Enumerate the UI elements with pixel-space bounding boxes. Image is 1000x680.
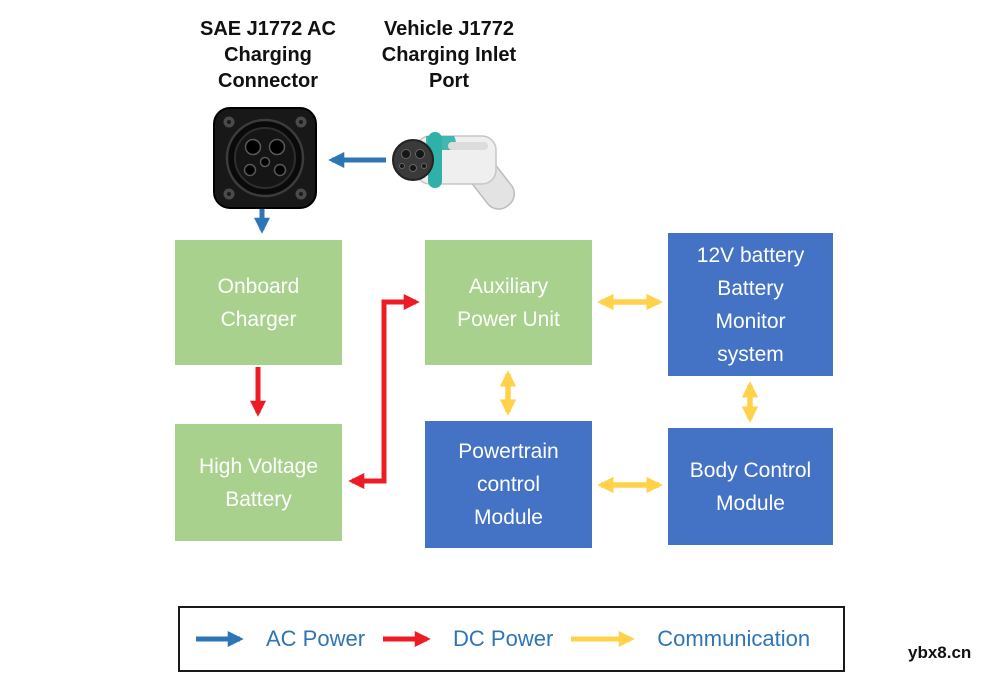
box-text-line: Body Control (689, 458, 812, 482)
box-text-line: Powertrain (458, 440, 559, 463)
blue-arrow-icon (196, 630, 244, 648)
box-text-line: Module (474, 506, 543, 529)
box-text-line: 12V battery (696, 243, 805, 267)
charging-gun-icon (386, 110, 540, 223)
label-line: Port (429, 70, 469, 92)
arrow-battery-to-apu (348, 293, 420, 490)
box-text-line: Monitor (715, 309, 786, 333)
label-sae-connector: SAE J1772 AC Charging Connector (168, 16, 368, 94)
box-auxiliary-power-unit: Auxiliary Power Unit (425, 240, 592, 365)
legend-label-communication: Communication (657, 626, 811, 651)
box-high-voltage-battery: High Voltage Battery (175, 424, 342, 541)
legend-label-dc-power: DC Power (453, 626, 554, 651)
label-line: Charging Inlet (381, 44, 517, 66)
box-text-line: system (717, 342, 784, 366)
box-text-line: Battery (717, 276, 784, 300)
label-line: Vehicle J1772 (383, 18, 515, 40)
box-body-control-module: Body Control Module (668, 428, 833, 545)
box-powertrain-control-module: Powertrain control Module (425, 421, 592, 548)
label-line: Connector (218, 70, 318, 92)
box-text-line: Auxiliary (468, 274, 549, 298)
j1772-connector-icon (212, 106, 318, 215)
yellow-arrow-icon (571, 630, 636, 648)
watermark: ybx8.cn (908, 643, 972, 662)
legend-label-ac-power: AC Power (266, 626, 366, 651)
box-text-line: control (476, 473, 541, 496)
box-text-line: High Voltage (198, 454, 319, 478)
red-arrow-icon (383, 630, 431, 648)
box-text-line: Charger (220, 307, 297, 331)
label-vehicle-inlet: Vehicle J1772 Charging Inlet Port (366, 16, 532, 94)
label-line: SAE J1772 AC (200, 18, 336, 40)
box-text-line: Battery (225, 487, 292, 511)
box-text-line: Onboard (217, 274, 300, 298)
box-text-line: Power Unit (457, 307, 560, 331)
box-onboard-charger: Onboard Charger (175, 240, 342, 365)
legend: AC Power DC Power Communication (178, 606, 845, 672)
box-battery-monitor-system: 12V battery Battery Monitor system (668, 233, 833, 376)
box-text-line: Module (716, 491, 785, 515)
label-line: Charging (224, 44, 312, 66)
